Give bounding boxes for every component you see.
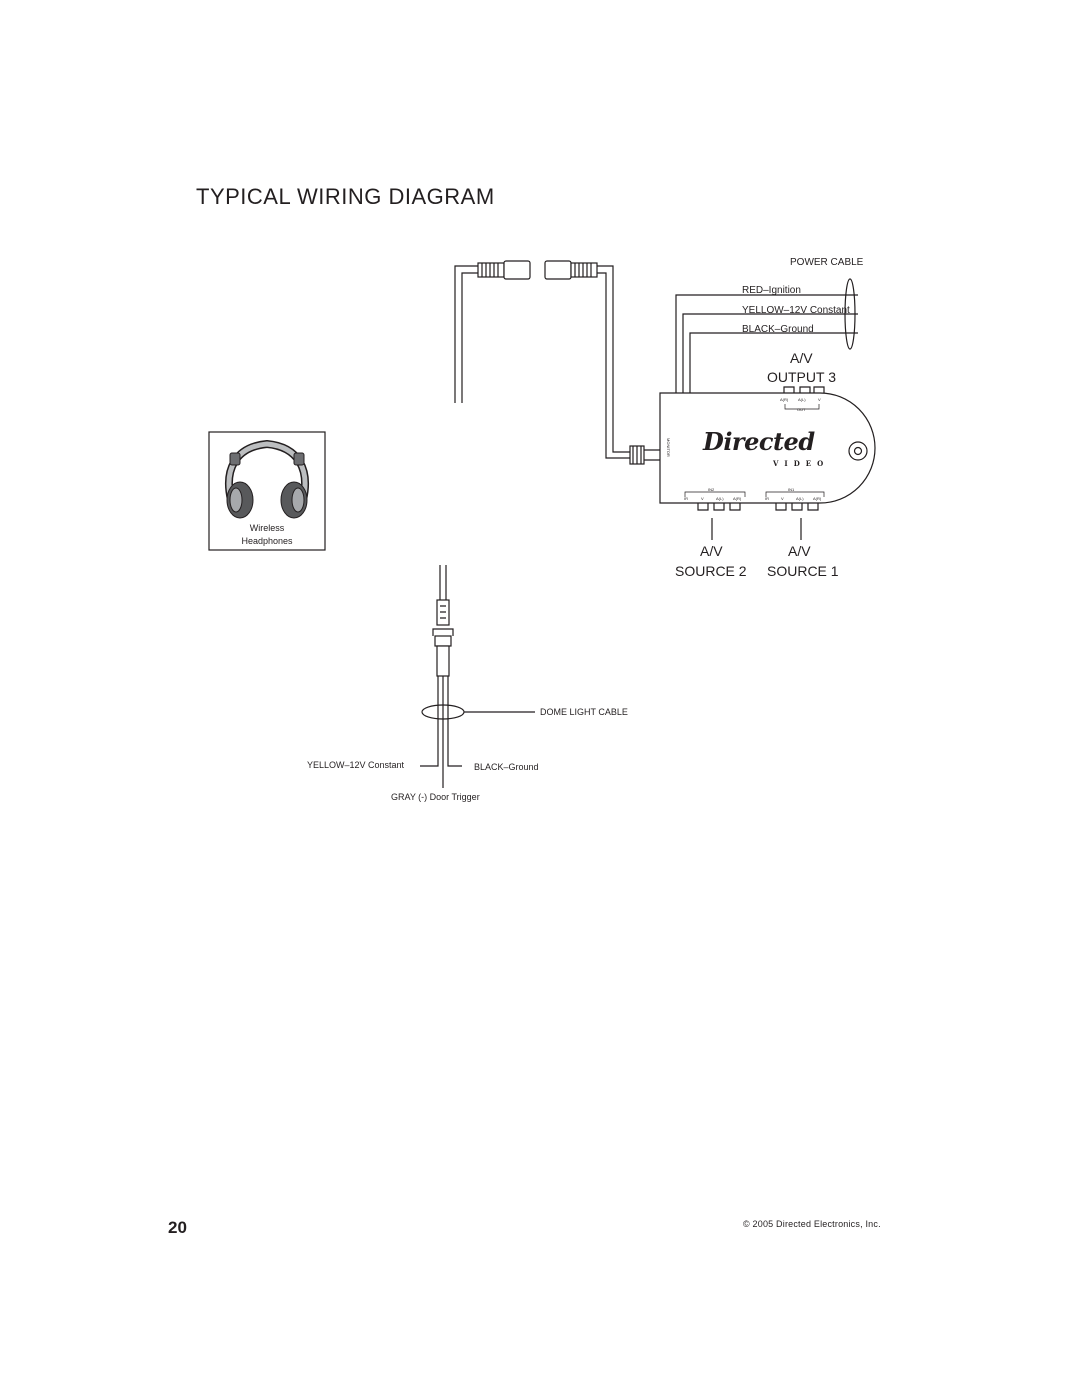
copyright: © 2005 Directed Electronics, Inc. [743,1219,881,1229]
dome-gray-label: GRAY (-) Door Trigger [391,792,480,802]
in2-jack-v: V [701,496,704,501]
in1-label: IN1 [788,487,795,492]
in2-jack-al: A(L) [716,496,724,501]
headphones-box [208,431,326,551]
source1-label-line2: SOURCE 1 [767,563,839,579]
out-jack-al: A(L) [798,397,806,402]
headphones-label-line2: Headphones [241,536,293,546]
headphones-icon [224,439,310,519]
dome-wire-black [447,676,462,767]
power-wire-yellow [682,313,843,393]
in1-jack-ar: A(R) [813,496,822,501]
out-label: OUT [797,407,806,412]
ir-eye-icon [848,441,868,461]
source2-label-line2: SOURCE 2 [675,563,747,579]
brand-sub: VIDEO [773,459,830,468]
power-wire-red-label: RED–Ignition [742,285,801,296]
out-jack-ar: A(R) [780,397,789,402]
brand-logo: Directed [703,427,815,456]
in2-jack-ir: IR [684,496,688,501]
page-number: 20 [168,1218,187,1237]
dome-light-title: DOME LIGHT CABLE [540,707,628,717]
in2-label: IN2 [708,487,715,492]
output-label-line1: A/V [790,350,813,366]
headphones-label-line1: Wireless [249,523,285,533]
dome-wire-yellow [420,676,439,767]
power-cable-title: POWER CABLE [790,257,864,268]
monitor-port-label: MONITOR [666,438,671,457]
page-title: TYPICAL WIRING DIAGRAM [196,184,495,209]
dome-yellow-label: YELLOW–12V Constant [307,760,405,770]
output-label-line2: OUTPUT 3 [767,369,836,385]
monitor-cable-right [597,265,630,459]
in1-jack-al: A(L) [796,496,804,501]
av-device-body [659,392,876,504]
in1-jack-v: V [781,496,784,501]
in2-jack-ar: A(R) [733,496,742,501]
power-wire-red [675,294,843,393]
in1-jack-ir: IR [765,496,769,501]
connector-right [544,260,572,280]
source1-label-line1: A/V [788,543,811,559]
power-wire-black [689,332,843,393]
power-wire-black-label: BLACK–Ground [742,324,814,335]
source2-label-line1: A/V [700,543,723,559]
dome-black-label: BLACK–Ground [474,762,539,772]
power-wire-yellow-label: YELLOW–12V Constant [742,305,850,316]
out-jack-v: V [818,397,821,402]
monitor-cable-left [454,265,478,403]
